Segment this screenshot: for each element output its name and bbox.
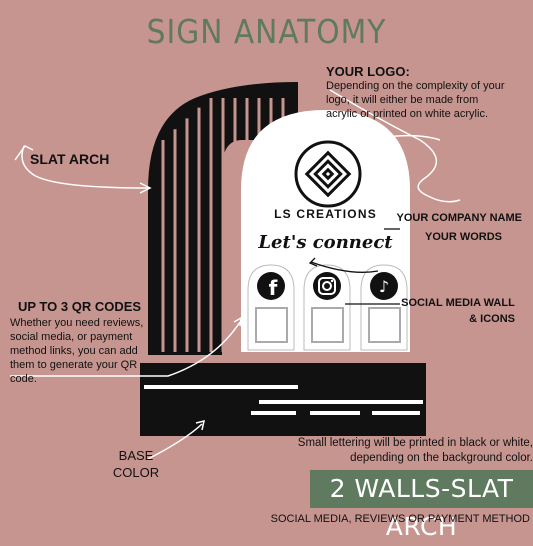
page-title: SIGN ANATOMY	[146, 12, 387, 51]
lettering-note: Small lettering will be printed in black…	[297, 437, 533, 464]
base-label-line1: BASE	[118, 448, 154, 463]
social-wall-label: SOCIAL MEDIA WALL & ICONS	[393, 295, 523, 327]
callout-lines	[308, 228, 400, 305]
logo-heading: YOUR LOGO:	[326, 64, 410, 79]
tiktok-icon: ♪	[370, 272, 398, 300]
logo-icon	[294, 140, 362, 208]
base-color-label: BASE COLOR	[110, 447, 162, 481]
slat-arch-label: SLAT ARCH	[30, 151, 110, 167]
facebook-icon: f	[257, 272, 285, 300]
instagram-icon	[313, 272, 341, 300]
product-banner: 2 WALLS-SLAT ARCH	[310, 470, 533, 541]
qr-description: Whether you need reviews, social media, …	[10, 317, 144, 385]
logo-description: Depending on the complexity of your logo…	[326, 80, 505, 120]
your-words-label: YOUR WORDS	[425, 231, 502, 243]
social-wall-label-line1: SOCIAL MEDIA WALL	[401, 297, 515, 309]
sign-brand-name: LS CREATIONS	[274, 207, 377, 221]
social-wall-label-line2: & ICONS	[469, 313, 515, 325]
svg-text:f: f	[269, 276, 278, 300]
company-name-label: YOUR COMPANY NAME	[396, 212, 523, 224]
base-label-line2: COLOR	[112, 465, 160, 480]
sign-tagline: Let's connect	[258, 232, 393, 253]
sign-illustration: f ♪	[10, 82, 461, 460]
qr-heading: UP TO 3 QR CODES	[18, 299, 142, 314]
canvas: SIGN ANATOMY f	[10, 12, 533, 541]
product-subtitle: SOCIAL MEDIA, REVIEWS OR PAYMENT METHOD	[270, 513, 530, 525]
base-block	[140, 363, 426, 436]
svg-text:♪: ♪	[379, 277, 389, 296]
annotation-arrows	[10, 89, 461, 460]
